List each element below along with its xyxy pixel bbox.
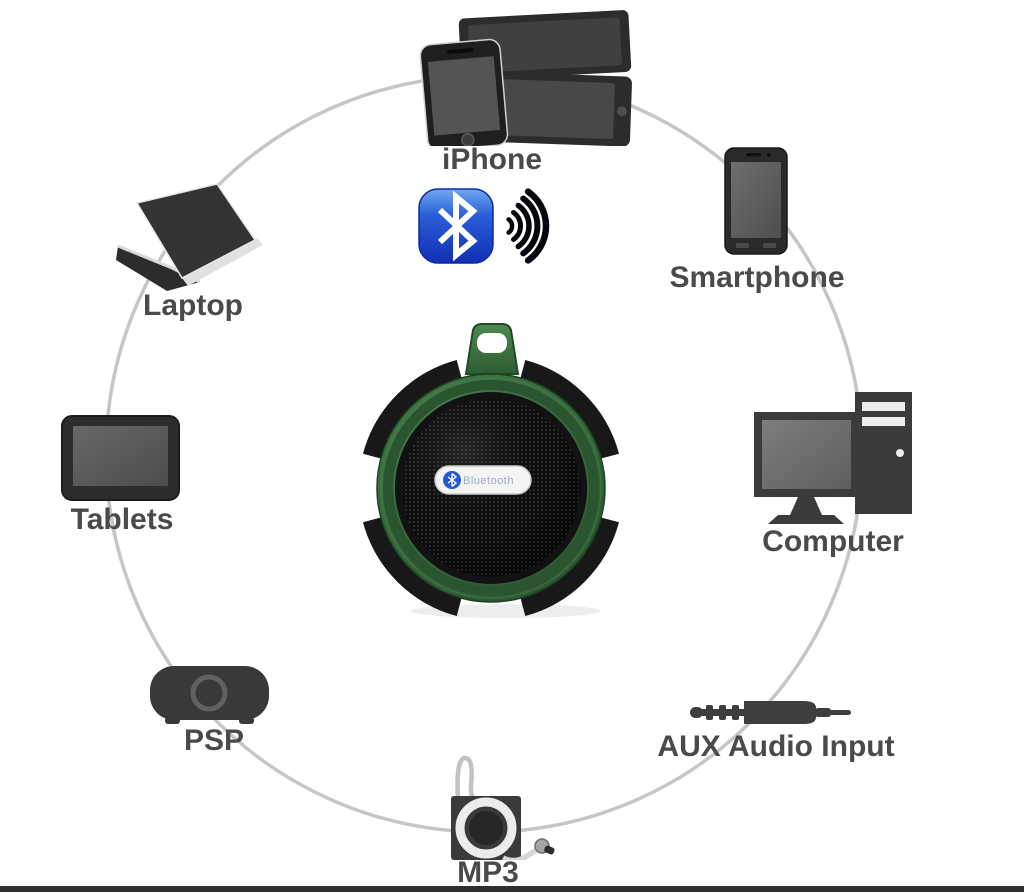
signal-waves-icon — [506, 188, 550, 264]
bottom-crop-bar — [0, 886, 1024, 892]
device-label-smartphone: Smartphone — [669, 261, 845, 294]
device-label-computer: Computer — [762, 525, 904, 558]
tablet-icon — [61, 415, 180, 501]
device-label-tablets: Tablets — [70, 503, 174, 536]
speaker-badge-label: Bluetooth — [463, 475, 514, 487]
device-label-psp: PSP — [183, 724, 245, 757]
smartphone-icon — [724, 147, 788, 255]
mp3-player-icon — [451, 755, 555, 860]
bluetooth-speaker-image: Bluetooth — [362, 323, 620, 618]
device-label-iphone: iPhone — [441, 143, 543, 176]
psp-icon — [150, 666, 269, 724]
laptop-icon — [116, 183, 263, 291]
computer-icon — [754, 392, 912, 524]
device-label-laptop: Laptop — [143, 289, 243, 322]
device-label-mp3: MP3 — [457, 856, 519, 889]
iphone-devices-icon — [419, 10, 632, 146]
aux-plug-icon — [690, 701, 851, 724]
bluetooth-logo-icon — [418, 188, 550, 264]
speaker-badge: Bluetooth — [434, 465, 532, 495]
device-label-aux: AUX Audio Input — [657, 730, 895, 763]
